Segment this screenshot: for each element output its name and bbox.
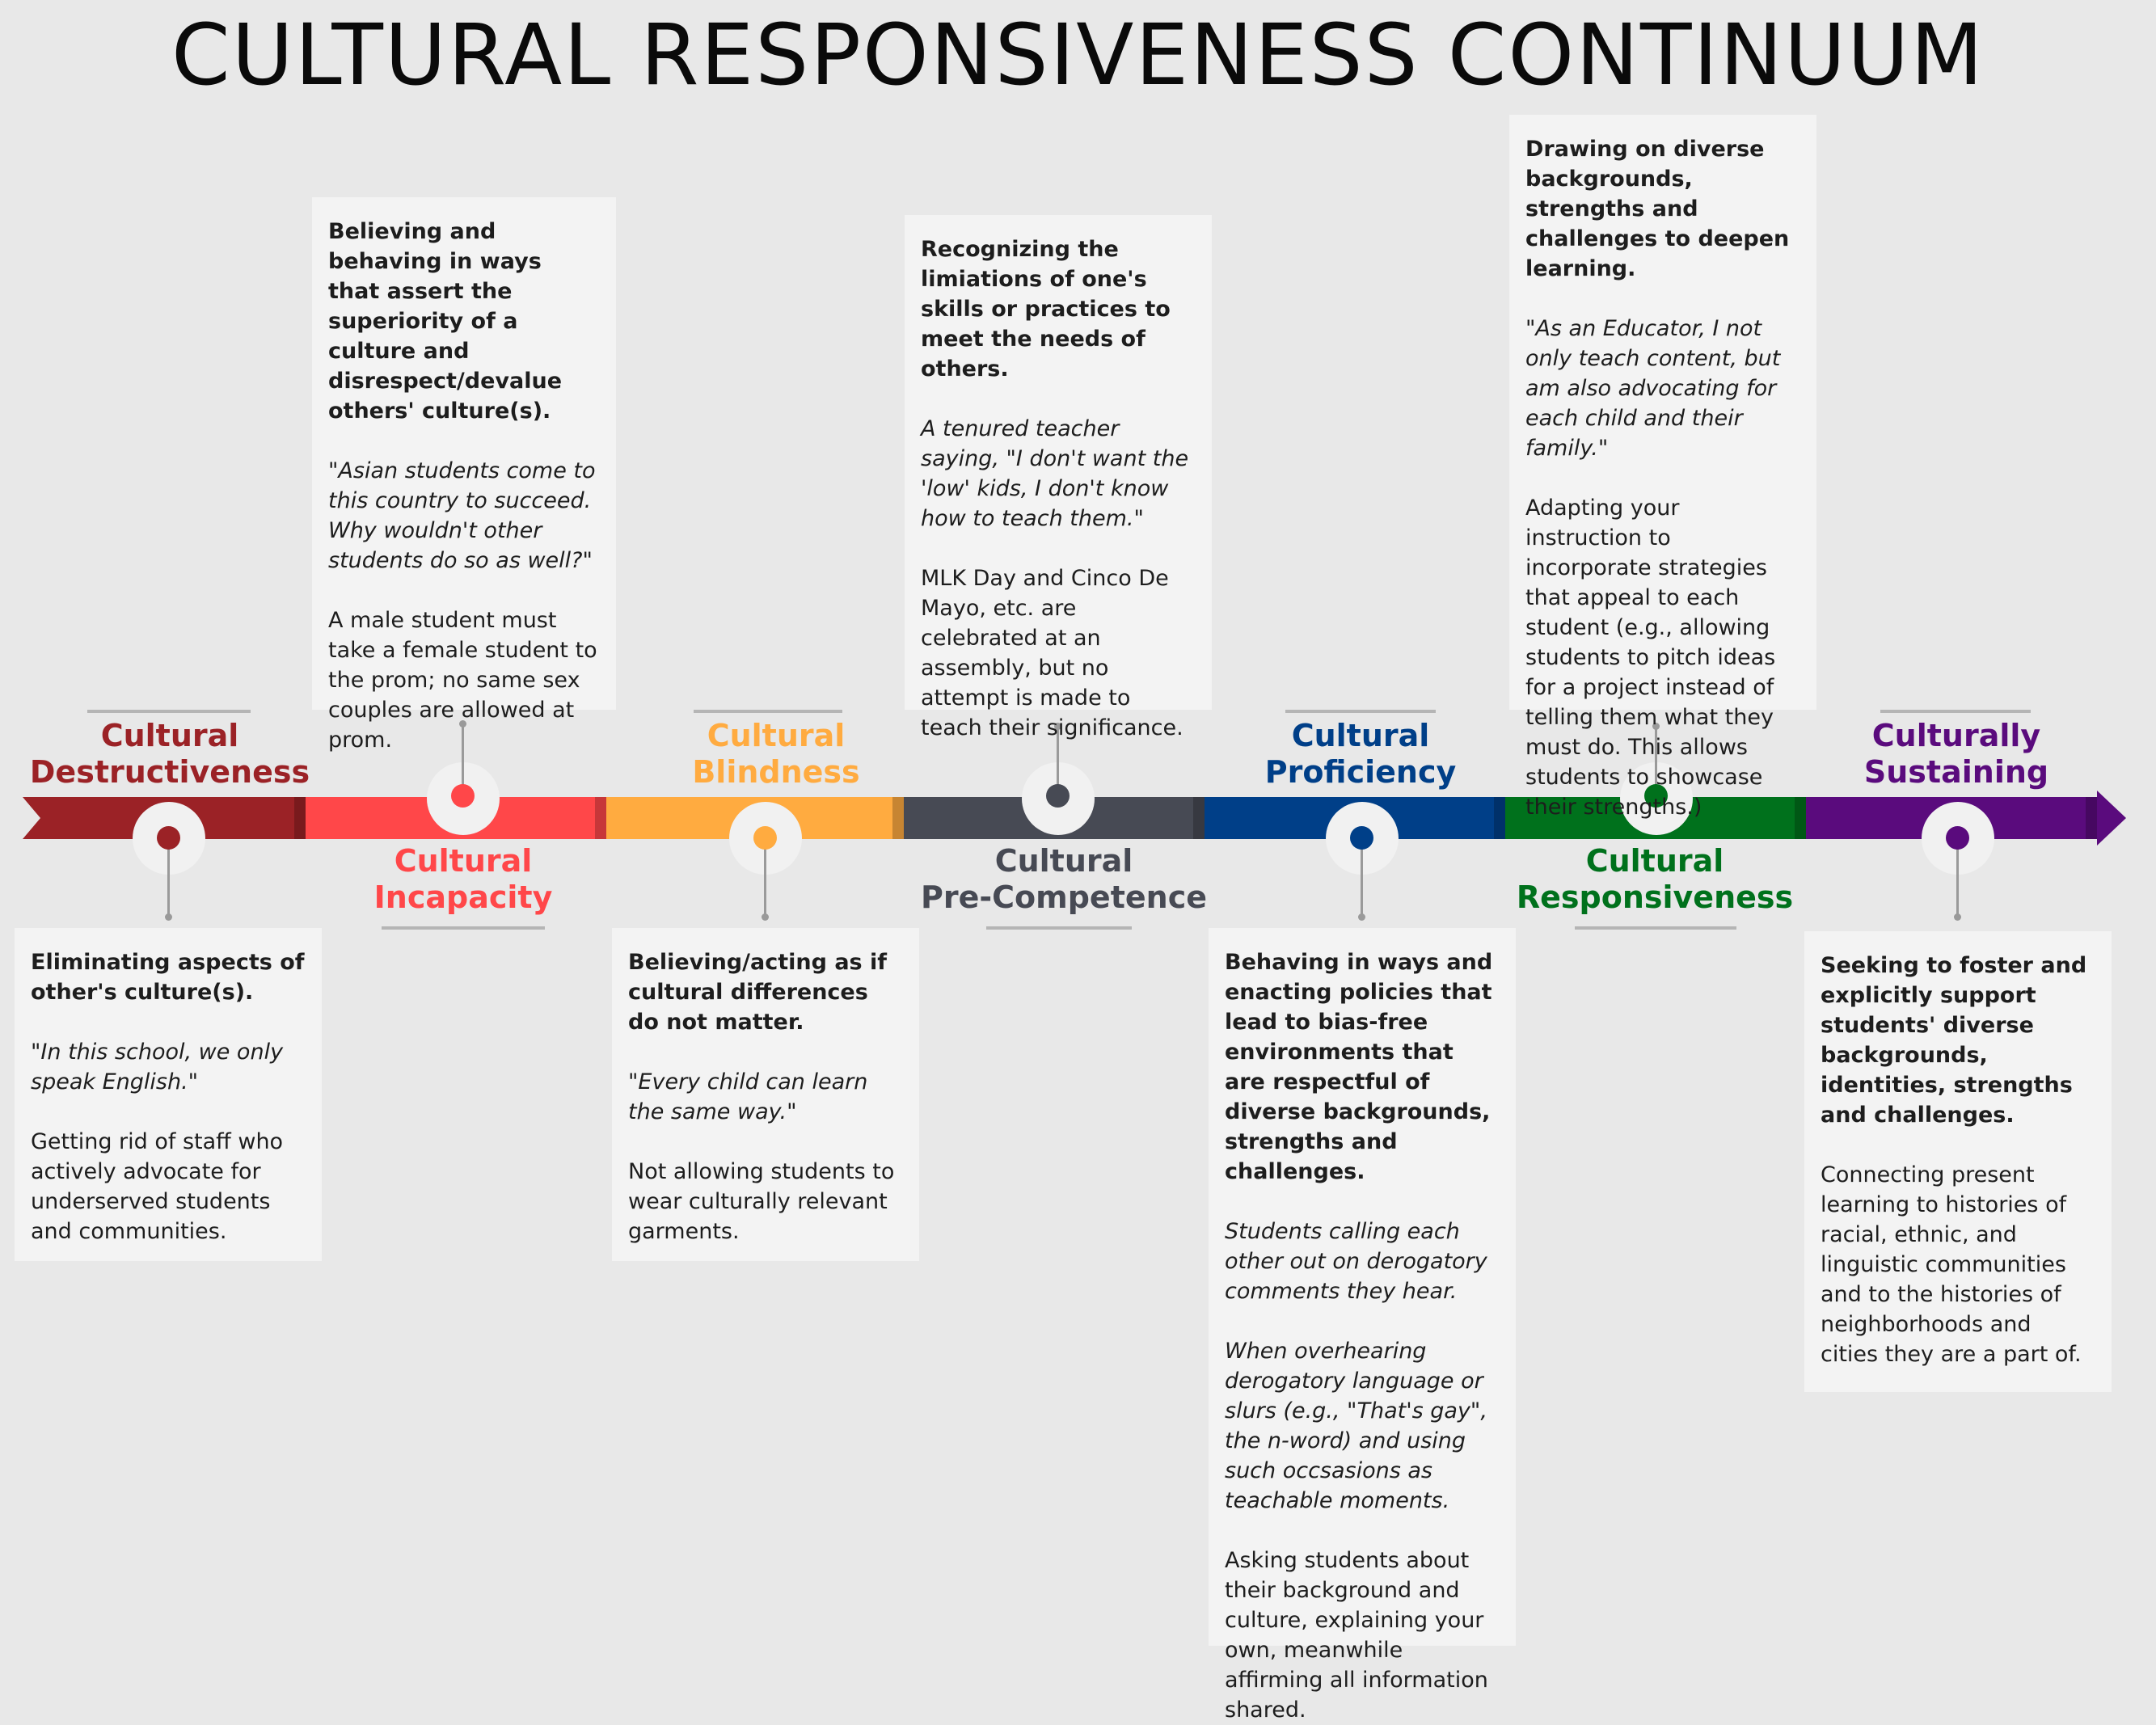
card-destructiveness: Eliminating aspects of other's culture(s… [15,928,322,1261]
stage-label-blindness: Cultural Blindness [692,718,859,791]
stage-label-line2: Blindness [692,754,860,790]
label-rule [1575,926,1736,930]
label-rule [87,710,251,713]
stage-label-line1: Cultural [1291,718,1430,753]
card-definition: Believing/acting as if cultural differen… [628,950,888,1035]
marker-pin [165,913,172,921]
card-blindness: Believing/acting as if cultural differen… [612,928,919,1261]
label-rule [1285,710,1436,713]
stage-label-responsiveness: Cultural Responsiveness [1517,843,1793,916]
card-definition: Behaving in ways and enacting policies t… [1225,950,1493,1184]
marker-pin [1652,723,1660,730]
card-definition: Seeking to foster and explicitly support… [1821,953,2087,1128]
arrow-joint-shade [1795,797,1806,839]
stage-label-line2: Sustaining [1863,754,2049,790]
card-example-quote: "In this school, we only speak English." [31,1040,284,1094]
card-example-quote: "As an Educator, I not only teach conten… [1525,316,1781,461]
arrow-joint-shade [1193,797,1205,839]
marker-dot-responsiveness [1644,784,1668,808]
card-example-quote: "Asian students come to this country to … [328,458,596,573]
card-incapacity: Believing and behaving in ways that asse… [312,197,616,753]
marker-stem [462,723,464,796]
card-example: Connecting present learning to histories… [1821,1162,2082,1367]
card-proficiency: Behaving in ways and enacting policies t… [1209,928,1516,1723]
arrow-joint-shade [1494,797,1505,839]
label-rule [986,926,1132,930]
marker-stem [167,837,170,918]
marker-dot-destructiveness [157,826,180,850]
marker-stem [1057,726,1059,796]
marker-pin [459,720,466,728]
card-definition: Recognizing the limiations of one's skil… [921,237,1171,382]
stage-label-destructiveness: Cultural Destructiveness [30,718,310,791]
arrow-joint-shade [2086,797,2097,839]
card-definition: Eliminating aspects of other's culture(s… [31,950,305,1005]
stage-label-line2: Destructiveness [29,754,310,790]
stage-label-line1: Cultural [394,843,533,879]
marker-dot-proficiency [1350,826,1373,850]
card-example: A male student must take a female studen… [328,608,597,753]
card-example: Asking students about their background a… [1225,1548,1488,1723]
stage-label-line1: Cultural [100,718,239,753]
marker-pin [1358,913,1365,921]
card-example: Adapting your instruction to incorporate… [1525,496,1776,820]
card-example: Getting rid of staff who actively advoca… [31,1129,284,1244]
marker-dot-blindness [753,826,777,850]
marker-dot-pre-competence [1046,784,1070,808]
stage-label-line1: Cultural [707,718,846,753]
stage-label-proficiency: Cultural Proficiency [1265,718,1457,791]
card-definition: Drawing on diverse backgrounds, strength… [1525,137,1790,281]
label-rule [1880,710,2031,713]
page-title: CULTURAL RESPONSIVENESS CONTINUUM [171,6,1985,104]
label-rule [382,926,545,930]
arrow-joint-shade [892,797,904,839]
card-pre-competence: Recognizing the limiations of one's skil… [905,215,1212,740]
stage-label-line2: Proficiency [1264,754,1457,790]
label-rule [694,710,842,713]
stage-label-incapacity: Cultural Incapacity [374,843,553,916]
card-example: Not allowing students to wear culturally… [628,1159,895,1244]
stage-label-line2: Incapacity [373,879,553,915]
arrow-joint-shade [595,797,606,839]
stage-label-line2: Pre-Competence [921,879,1207,915]
marker-stem [764,837,766,918]
marker-pin [1954,913,1961,921]
marker-stem [1361,837,1363,918]
card-sustaining: Seeking to foster and explicitly support… [1804,931,2112,1392]
stage-label-line1: Cultural [1585,843,1724,879]
stage-label-pre-competence: Cultural Pre-Competence [921,843,1207,916]
stage-label-line1: Culturally [1871,718,2041,753]
marker-pin [1054,723,1061,730]
card-definition: Believing and behaving in ways that asse… [328,219,563,424]
stage-label-sustaining: Culturally Sustaining [1864,718,2048,791]
card-responsiveness: Drawing on diverse backgrounds, strength… [1509,115,1816,820]
card-example-quote-2: When overhearing derogatory language or … [1225,1339,1487,1513]
stage-label-line1: Cultural [994,843,1133,879]
marker-pin [762,913,769,921]
card-example-quote: "Every child can learn the same way." [628,1069,868,1124]
marker-dot-sustaining [1946,826,1969,850]
card-example: MLK Day and Cinco De Mayo, etc. are cele… [921,566,1183,740]
marker-stem [1655,726,1657,796]
marker-dot-incapacity [451,784,475,808]
marker-stem [1956,837,1959,918]
arrow-joint-shade [294,797,306,839]
card-example-quote: A tenured teacher saying, "I don't want … [921,416,1189,531]
stage-label-line2: Responsiveness [1516,879,1794,915]
card-example-quote: Students calling each other out on derog… [1225,1219,1487,1304]
